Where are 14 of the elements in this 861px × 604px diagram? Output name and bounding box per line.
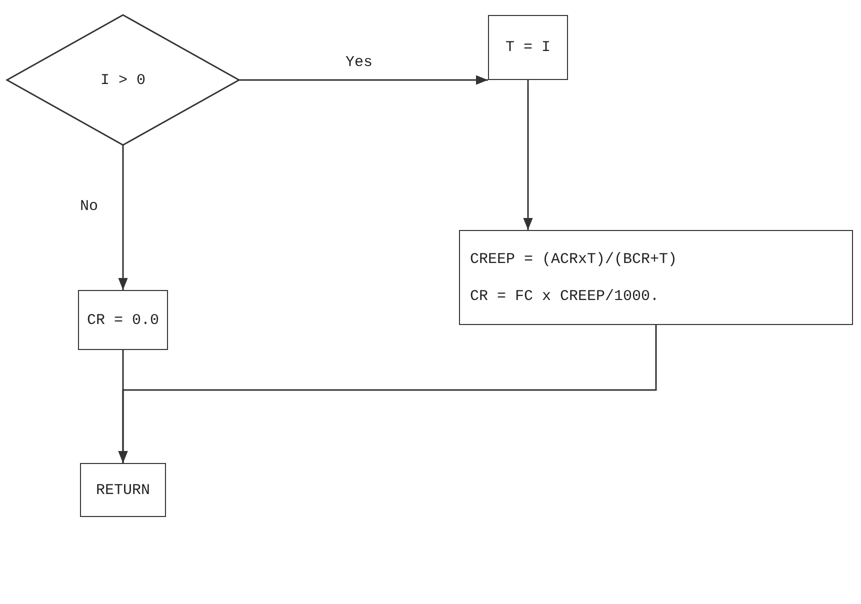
node-text: CR = 0.0 [86, 312, 159, 328]
arrow [523, 80, 533, 230]
arrow [118, 325, 657, 463]
process-box [80, 463, 166, 517]
arrow [118, 145, 128, 290]
arrow [239, 75, 488, 85]
process-box [459, 230, 853, 325]
process-box [488, 15, 568, 80]
node-text: CREEP = (ACRxT)/(BCR+T) [470, 250, 678, 268]
node-text: CR = FC x CREEP/1000. [470, 288, 660, 304]
node-text: T = I [505, 39, 550, 56]
node-text: I > 0 [100, 72, 146, 88]
process-box [78, 290, 168, 350]
node-text: RETURN [96, 482, 150, 498]
